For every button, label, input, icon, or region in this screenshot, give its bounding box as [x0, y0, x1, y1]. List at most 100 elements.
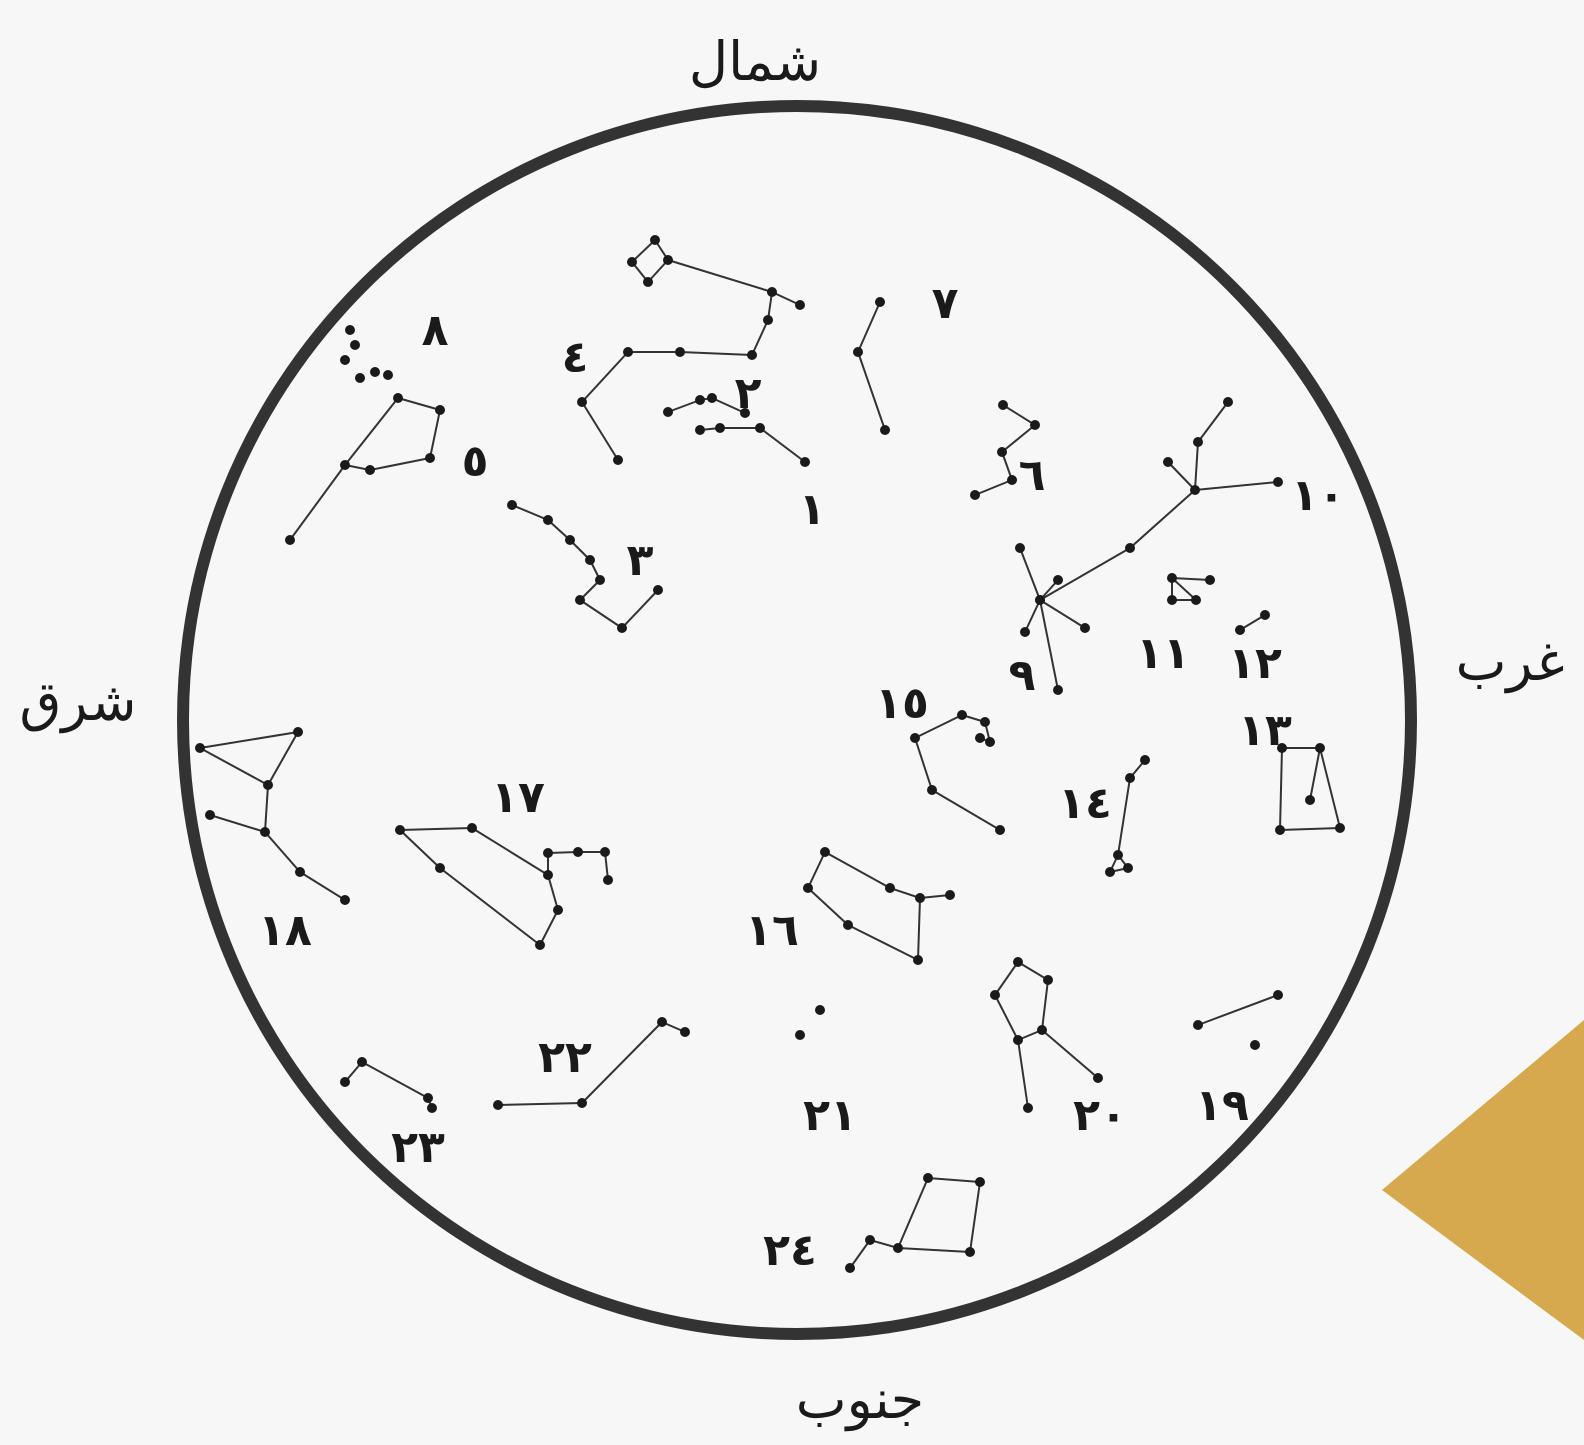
constellation-4-line	[668, 260, 772, 292]
constellation-17-line	[400, 830, 440, 868]
constellation-17-star	[600, 847, 610, 857]
constellation-10-star	[1190, 485, 1200, 495]
constellation-24-line	[850, 1240, 870, 1268]
constellation-8	[340, 325, 393, 383]
constellation-5-line	[370, 458, 430, 470]
constellation-8-star	[350, 340, 360, 350]
constellation-2-line	[668, 400, 700, 412]
north-label: شمال	[689, 30, 821, 93]
constellation-20-line	[995, 995, 1018, 1040]
constellation-23	[340, 1057, 437, 1113]
constellation-17-line	[472, 828, 548, 875]
constellation-13-line	[1280, 748, 1282, 830]
constellation-16-star	[945, 890, 955, 900]
constellation-17-star	[467, 823, 477, 833]
constellation-14-star	[1113, 850, 1123, 860]
constellation-5	[285, 393, 445, 545]
constellation-14-star	[1105, 867, 1115, 877]
constellation-14-star	[1123, 863, 1133, 873]
constellation-label-14: ١٤	[1058, 778, 1112, 829]
constellation-20-line	[1018, 962, 1048, 980]
constellation-18-star	[293, 727, 303, 737]
constellation-16-line	[825, 852, 890, 888]
constellation-24-line	[970, 1182, 980, 1252]
constellation-16-star	[885, 883, 895, 893]
constellation-24-line	[898, 1178, 928, 1248]
constellation-18-star	[340, 895, 350, 905]
constellation-1-star	[695, 425, 705, 435]
constellation-18-star	[195, 743, 205, 753]
constellation-11-star	[1167, 573, 1177, 583]
constellation-2-star	[663, 407, 673, 417]
constellation-3-star	[565, 535, 575, 545]
constellation-4-star	[613, 455, 623, 465]
constellation-4-star	[643, 277, 653, 287]
constellation-4-star	[577, 397, 587, 407]
constellation-9-line	[1040, 600, 1085, 628]
constellation-8-star	[370, 367, 380, 377]
constellation-5-star	[365, 465, 375, 475]
constellation-9-line	[1040, 600, 1058, 690]
constellation-17-star	[435, 863, 445, 873]
constellation-5-line	[398, 398, 440, 410]
constellation-1	[695, 423, 810, 467]
constellation-7-line	[858, 352, 885, 430]
constellation-label-3: ٣	[627, 535, 654, 586]
constellation-19-star	[1273, 990, 1283, 1000]
south-label: جنوب	[796, 1368, 924, 1431]
constellation-21-star	[795, 1030, 805, 1040]
constellation-11	[1167, 573, 1215, 605]
constellation-6-star	[997, 447, 1007, 457]
constellation-22-star	[577, 1098, 587, 1108]
constellation-18-star	[205, 810, 215, 820]
constellation-15-star	[985, 737, 995, 747]
constellation-label-1: ١	[799, 484, 826, 535]
constellation-label-4: ٤	[562, 332, 589, 383]
constellation-17-star	[395, 825, 405, 835]
constellation-18-line	[300, 872, 345, 900]
constellation-14-star	[1125, 773, 1135, 783]
constellation-23-star	[357, 1057, 367, 1067]
constellation-2-star	[695, 395, 705, 405]
constellation-4-star	[650, 235, 660, 245]
constellation-12-star	[1260, 610, 1270, 620]
constellation-2-star	[707, 393, 717, 403]
constellation-3-star	[595, 575, 605, 585]
constellation-label-16: ١٦	[745, 905, 799, 956]
constellation-10-star	[1193, 437, 1203, 447]
constellation-23-line	[362, 1062, 428, 1098]
constellation-11-star	[1167, 595, 1177, 605]
constellation-label-20: ٢٠	[1073, 1090, 1127, 1141]
constellation-11-star	[1191, 595, 1201, 605]
constellation-label-8: ٨	[422, 305, 449, 356]
constellation-17	[395, 823, 613, 950]
constellation-13-line	[1320, 748, 1340, 828]
constellation-19	[1193, 990, 1283, 1050]
constellation-1-line	[760, 428, 805, 462]
constellation-9-star	[1020, 627, 1030, 637]
constellation-24-star	[923, 1173, 933, 1183]
constellation-1-star	[715, 423, 725, 433]
east-label: شرق	[20, 670, 137, 733]
constellation-10-star	[1273, 477, 1283, 487]
constellation-8-star	[340, 355, 350, 365]
constellation-24-line	[928, 1178, 980, 1182]
constellation-20-line	[995, 962, 1018, 995]
constellation-20-line	[1042, 1030, 1098, 1078]
constellation-3-star	[507, 500, 517, 510]
constellation-18-line	[200, 748, 268, 785]
constellation-4-star	[623, 347, 633, 357]
constellation-labels: ١ ٢ ٣ ٤ ٥ ٦ ٧ ٨ ٩ ١٠ ١١ ١٢ ١٣ ١٤ ١٥ ١٦ ١…	[258, 278, 1345, 1276]
constellation-5-star	[393, 393, 403, 403]
constellation-19-star	[1193, 1020, 1203, 1030]
constellation-label-23: ٢٣	[391, 1122, 445, 1173]
constellation-3-line	[580, 600, 622, 628]
constellation-17-line	[548, 875, 558, 910]
constellation-24-star	[975, 1177, 985, 1187]
constellation-22-line	[582, 1022, 662, 1103]
constellation-17-line	[400, 828, 472, 830]
constellation-20-star	[1037, 1025, 1047, 1035]
constellation-7-star	[880, 425, 890, 435]
constellation-18-line	[268, 732, 298, 785]
